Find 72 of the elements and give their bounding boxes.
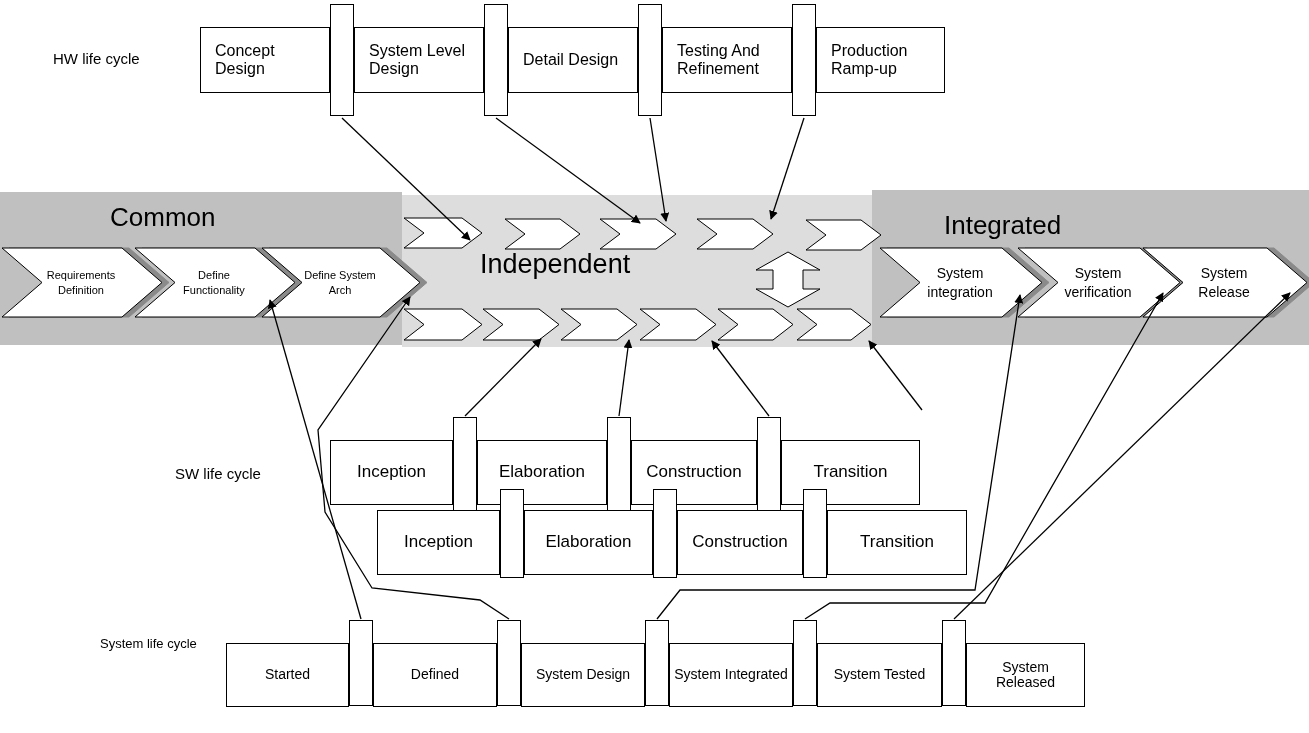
milestone-bar [330, 4, 354, 116]
row-label: System life cycle [100, 636, 197, 651]
milestone-bar [497, 620, 521, 706]
milestone-bar [645, 620, 669, 706]
chevron-box: Requirements Definition [2, 248, 162, 317]
milestone-bar [653, 489, 677, 578]
chevron-box: Define Functionality [135, 248, 295, 317]
chevron-box: System verification [1018, 248, 1180, 317]
band-title: Common [110, 202, 216, 233]
arrow [341, 117, 471, 241]
milestone-bar [792, 4, 816, 116]
chevron-shape [600, 219, 676, 249]
phase-box: Elaboration [524, 510, 653, 575]
arrow [769, 117, 805, 220]
milestone-bar [607, 417, 631, 513]
arrow [464, 338, 542, 417]
milestone-bar [638, 4, 662, 116]
phase-box: Elaboration [477, 440, 607, 505]
arrow [267, 299, 362, 620]
chevron-shape [483, 309, 559, 340]
chevron-shape [797, 309, 871, 340]
phase-box: System Design [521, 643, 645, 707]
band-title: Independent [480, 249, 631, 280]
milestone-bar [793, 620, 817, 706]
phase-box: System Tested [817, 643, 942, 707]
phase-box: Construction [677, 510, 803, 575]
chevron-shape [404, 309, 482, 340]
band [872, 190, 1309, 345]
milestone-bar [484, 4, 508, 116]
phase-box: Construction [631, 440, 757, 505]
chevron-shape [640, 309, 716, 340]
arrow [618, 339, 633, 417]
chevron-shape [718, 309, 793, 340]
chevron-shape [806, 220, 881, 250]
milestone-bar [803, 489, 827, 578]
milestone-bar [942, 620, 966, 706]
chevron-shape [561, 309, 637, 340]
milestone-bar [349, 620, 373, 706]
arrow [953, 292, 1291, 620]
row-label: HW life cycle [53, 50, 140, 67]
phase-box: System Level Design [354, 27, 484, 93]
milestone-bar [500, 489, 524, 578]
phase-box: Inception [377, 510, 500, 575]
phase-box: Production Ramp-up [816, 27, 945, 93]
row-label: SW life cycle [175, 465, 261, 482]
chevron-shape [404, 218, 482, 248]
chevron-box: System integration [880, 248, 1042, 317]
phase-box: Transition [827, 510, 967, 575]
chevron-shape [697, 219, 773, 249]
band-title: Integrated [944, 210, 1062, 241]
arrow [711, 340, 770, 417]
phase-box: Testing And Refinement [662, 27, 792, 93]
chevron-shape [505, 219, 580, 249]
arrow [804, 292, 1164, 620]
phase-box: System Integrated [669, 643, 793, 707]
milestone-bar [453, 417, 477, 513]
phase-box: System Released [966, 643, 1085, 707]
phase-box: Defined [373, 643, 497, 707]
arrow [868, 340, 923, 411]
milestone-bar [757, 417, 781, 513]
phase-box: Transition [781, 440, 920, 505]
phase-box: Inception [330, 440, 453, 505]
arrow [649, 117, 670, 222]
arrow [495, 117, 641, 224]
chevron-box: Define System Arch [262, 248, 420, 317]
arrow [656, 294, 1024, 620]
phase-box: Concept Design [200, 27, 330, 93]
arrow [317, 296, 510, 620]
phase-box: Started [226, 643, 349, 707]
double-arrow [755, 251, 821, 308]
chevron-box: System Release [1143, 248, 1307, 317]
phase-box: Detail Design [508, 27, 638, 93]
